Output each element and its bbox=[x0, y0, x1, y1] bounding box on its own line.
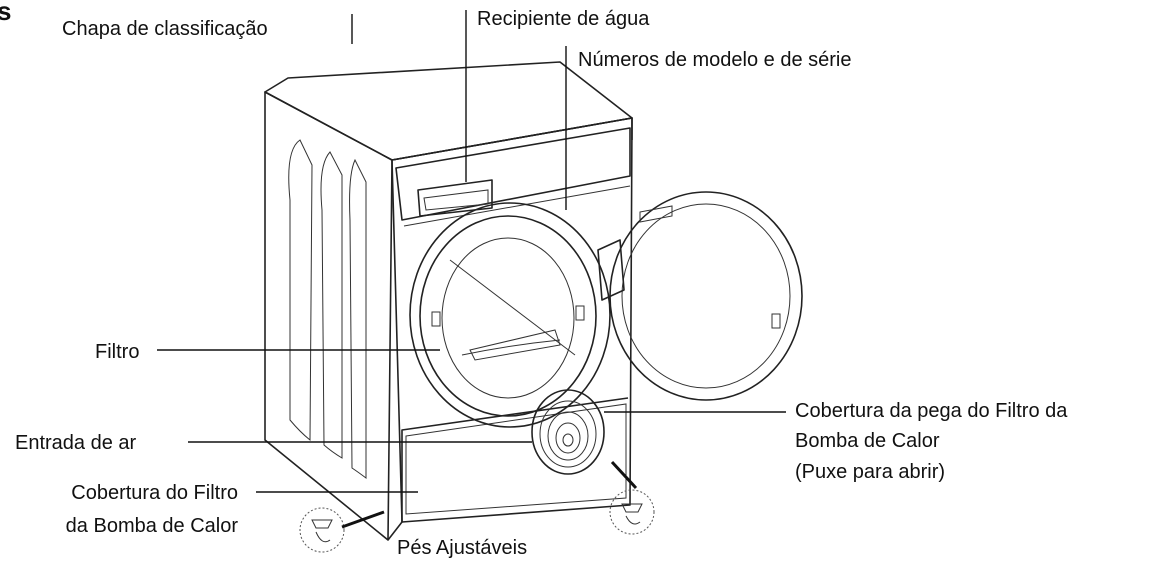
label-rating-plate: Chapa de classificação bbox=[62, 18, 268, 40]
open-door bbox=[597, 191, 803, 401]
dryer-cabinet bbox=[264, 61, 633, 541]
label-filter: Filtro bbox=[95, 341, 140, 363]
label-air-inlet: Entrada de ar bbox=[15, 432, 137, 454]
label-handle-cover-1: Cobertura da pega do Filtro da bbox=[795, 400, 1068, 422]
label-handle-cover-2: Bomba de Calor bbox=[795, 430, 940, 452]
label-hp-filter-cover-1: Cobertura do Filtro bbox=[71, 482, 238, 504]
foot-callout-left bbox=[299, 507, 385, 553]
label-hp-filter-cover-2: da Bomba de Calor bbox=[65, 515, 238, 537]
section-marker: s bbox=[0, 0, 12, 26]
label-model-serial: Números de modelo e de série bbox=[578, 49, 852, 71]
leader-lines bbox=[157, 10, 786, 493]
label-handle-cover-3: (Puxe para abrir) bbox=[795, 461, 946, 483]
label-feet: Pés Ajustáveis bbox=[397, 537, 528, 559]
drum-opening bbox=[409, 202, 611, 428]
label-water-container: Recipiente de água bbox=[477, 8, 650, 30]
air-inlet-grille bbox=[531, 389, 605, 475]
foot-callout-right bbox=[609, 460, 655, 535]
